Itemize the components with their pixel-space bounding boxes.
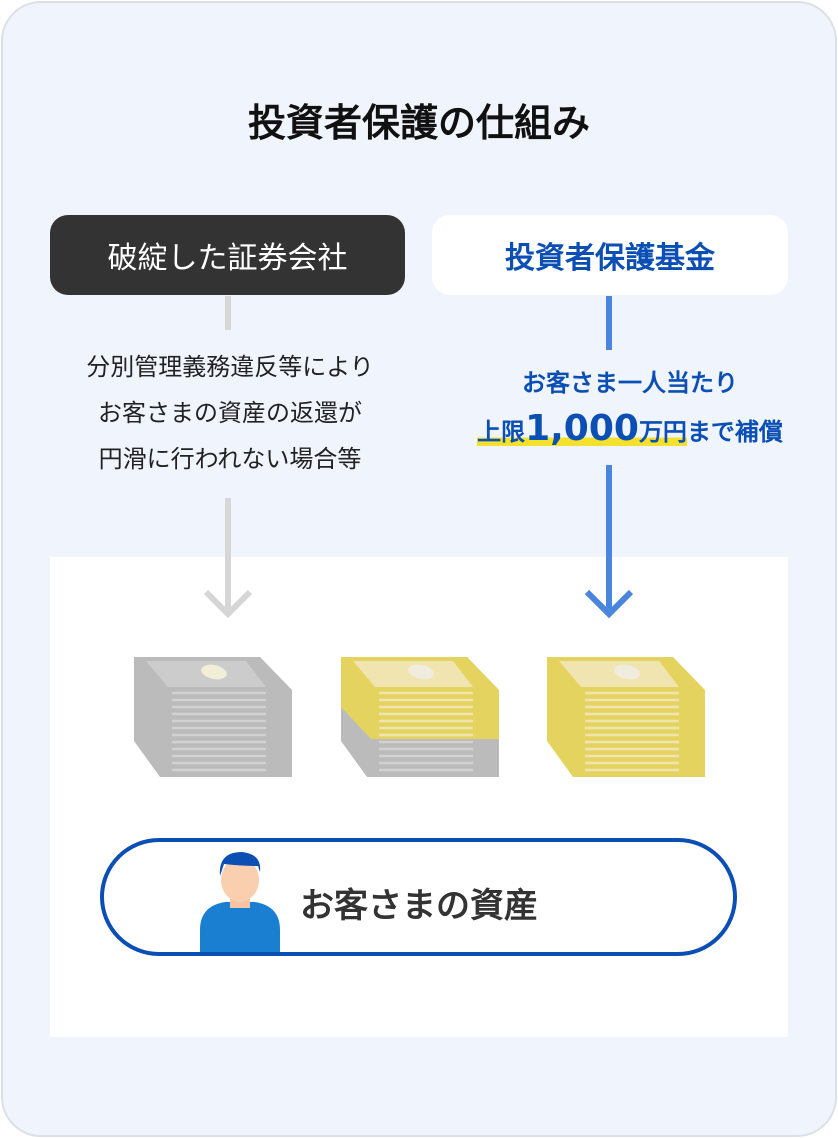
limit-highlight: 上限1,000万円: [477, 408, 687, 449]
limit-prefix: 上限: [477, 418, 526, 446]
gray-arrow-down: [203, 498, 253, 619]
money-stack-lost: [134, 657, 292, 777]
description-line: お客さまの資産の返還が: [98, 399, 362, 427]
page-title: 投資者保護の仕組み: [247, 101, 590, 145]
customer-assets-label: お客さまの資産: [300, 886, 538, 926]
money-stack-compensated: [547, 657, 705, 777]
investor-protection-fund-label: 投資者保護基金: [432, 215, 788, 295]
description-line: 円滑に行われない場合等: [98, 445, 362, 473]
limit-unit: 万円: [638, 418, 687, 446]
money-stack-partial: [341, 657, 499, 777]
failure-description: 分別管理義務違反等により お客さまの資産の返還が 円滑に行われない場合等: [30, 344, 430, 482]
compensation-line1: お客さま一人当たり: [522, 369, 738, 397]
description-line: 分別管理義務違反等により: [86, 353, 374, 381]
limit-suffix: まで補償: [686, 418, 783, 446]
compensation-description: お客さま一人当たり 上限1,000万円まで補償: [430, 360, 830, 455]
failed-securities-company-label: 破綻した証券会社: [50, 215, 405, 295]
limit-amount: 1,000: [525, 408, 639, 449]
compensation-line2: 上限1,000万円まで補償: [430, 406, 830, 455]
assets-panel: [50, 557, 788, 1037]
blue-arrow-down: [584, 465, 634, 619]
